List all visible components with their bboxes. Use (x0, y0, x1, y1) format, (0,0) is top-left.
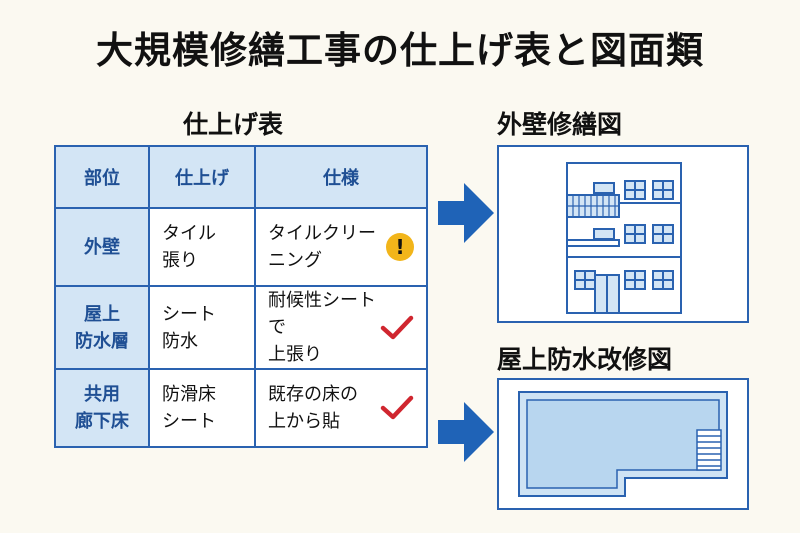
row-finish: シート 防水 (148, 285, 256, 370)
elevation-drawing-title: 外壁修繕図 (497, 110, 623, 139)
roof-drawing-title: 屋上防水改修図 (497, 345, 673, 374)
roof-plan-drawing-panel (497, 378, 749, 510)
row-part: 屋上 防水層 (54, 285, 150, 370)
spec-line: 既存の床の (268, 384, 358, 405)
elevation-drawing-panel (497, 145, 749, 323)
spec-line: ニング (268, 250, 322, 271)
roof-plan-drawing (518, 391, 728, 497)
row-spec: 耐候性シートで 上張り (254, 285, 428, 370)
row-finish: 防滑床 シート (148, 368, 256, 448)
finish-line: タイル (162, 223, 216, 244)
header-spec: 仕様 (254, 145, 428, 209)
check-icon (380, 395, 414, 420)
part-line: 屋上 (84, 303, 120, 325)
part-line: 外壁 (84, 236, 120, 258)
table-row: 共用 廊下床 防滑床 シート 既存の床の 上から貼 (54, 368, 428, 448)
warning-icon: ! (386, 233, 414, 261)
header-part: 部位 (54, 145, 150, 209)
finish-table-title: 仕上げ表 (183, 110, 284, 139)
spec-line: 耐候性シートで (268, 290, 376, 338)
finish-line: シート (162, 411, 216, 432)
table-header-row: 部位 仕上げ 仕様 (54, 145, 428, 209)
building-elevation-drawing (566, 162, 682, 314)
row-spec: タイルクリー ニング ! (254, 207, 428, 287)
spec-line: 上から貼 (268, 411, 340, 432)
finish-line: シート (162, 303, 216, 325)
spec-line: 上張り (268, 344, 322, 365)
table-row: 屋上 防水層 シート 防水 耐候性シートで 上張り (54, 285, 428, 370)
arrow-right-icon (438, 183, 494, 243)
table-row: 外壁 タイル 張り タイルクリー ニング ! (54, 207, 428, 287)
row-part: 共用 廊下床 (54, 368, 150, 448)
header-finish: 仕上げ (148, 145, 256, 209)
finish-line: 防滑床 (162, 384, 216, 405)
arrow-right-icon (438, 402, 494, 462)
finish-table: 部位 仕上げ 仕様 外壁 タイル 張り タイルクリー ニング ! 屋上 防水層 (54, 145, 428, 448)
check-icon (380, 315, 414, 339)
row-part: 外壁 (54, 207, 150, 287)
finish-line: 防水 (162, 330, 198, 352)
page-title: 大規模修繕工事の仕上げ表と図面類 (96, 29, 704, 72)
finish-line: 張り (162, 250, 198, 271)
part-line: 防水層 (75, 330, 129, 352)
row-finish: タイル 張り (148, 207, 256, 287)
row-spec: 既存の床の 上から貼 (254, 368, 428, 448)
part-line: 廊下床 (75, 411, 129, 432)
part-line: 共用 (84, 384, 120, 405)
spec-line: タイルクリー (268, 223, 376, 244)
